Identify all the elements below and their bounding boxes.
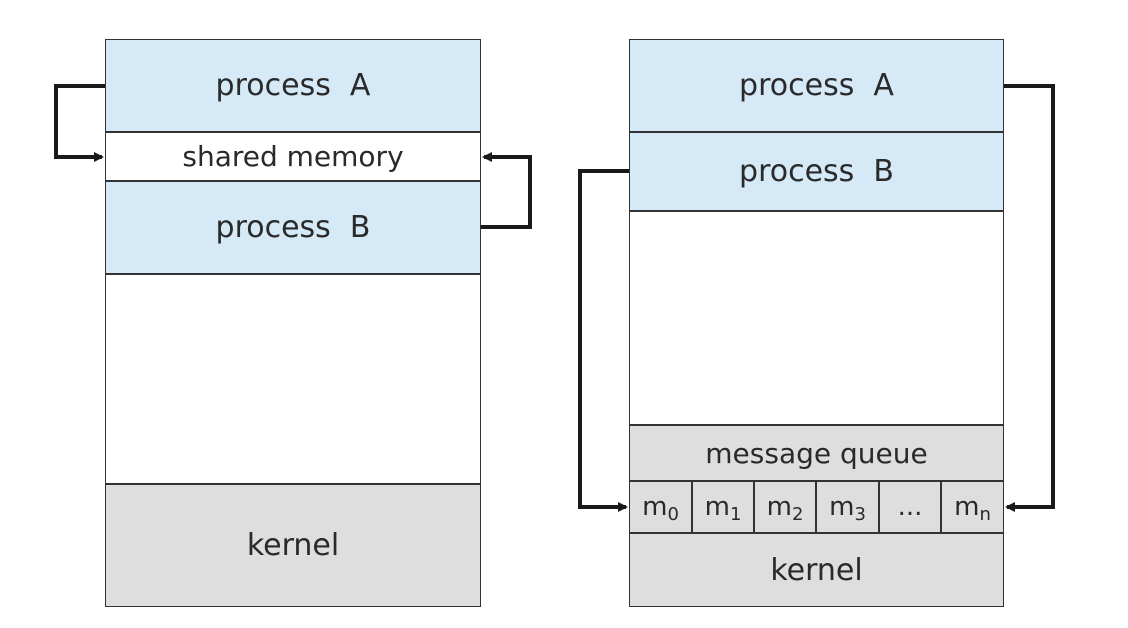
message-subscript: 1: [729, 503, 742, 525]
message-subscript: n: [979, 503, 991, 525]
left-process-a: process A: [105, 39, 481, 132]
message-subscript: 2: [791, 503, 804, 525]
arrow-a-to-queue-end: [1004, 84, 1055, 512]
message-queue-label: message queue: [629, 425, 1004, 481]
left-kernel: kernel: [105, 484, 481, 607]
left-empty-region: [105, 274, 481, 484]
message-base: m: [642, 492, 668, 522]
arrow-b-to-shared-memory: [481, 152, 532, 229]
message-base: m: [829, 492, 855, 522]
message-base: m: [954, 492, 980, 522]
message-base: m: [766, 492, 792, 522]
right-process-b: process B: [629, 132, 1004, 211]
right-empty-region: [629, 211, 1004, 425]
arrow-b-to-queue-start: [578, 169, 629, 512]
message-subscript: 0: [667, 503, 679, 525]
arrow-a-to-shared-memory: [54, 84, 105, 162]
message-subscript: 3: [854, 503, 866, 525]
message-base: ...: [897, 492, 923, 522]
message-base: m: [704, 492, 730, 522]
message-cell: ...: [879, 481, 941, 533]
